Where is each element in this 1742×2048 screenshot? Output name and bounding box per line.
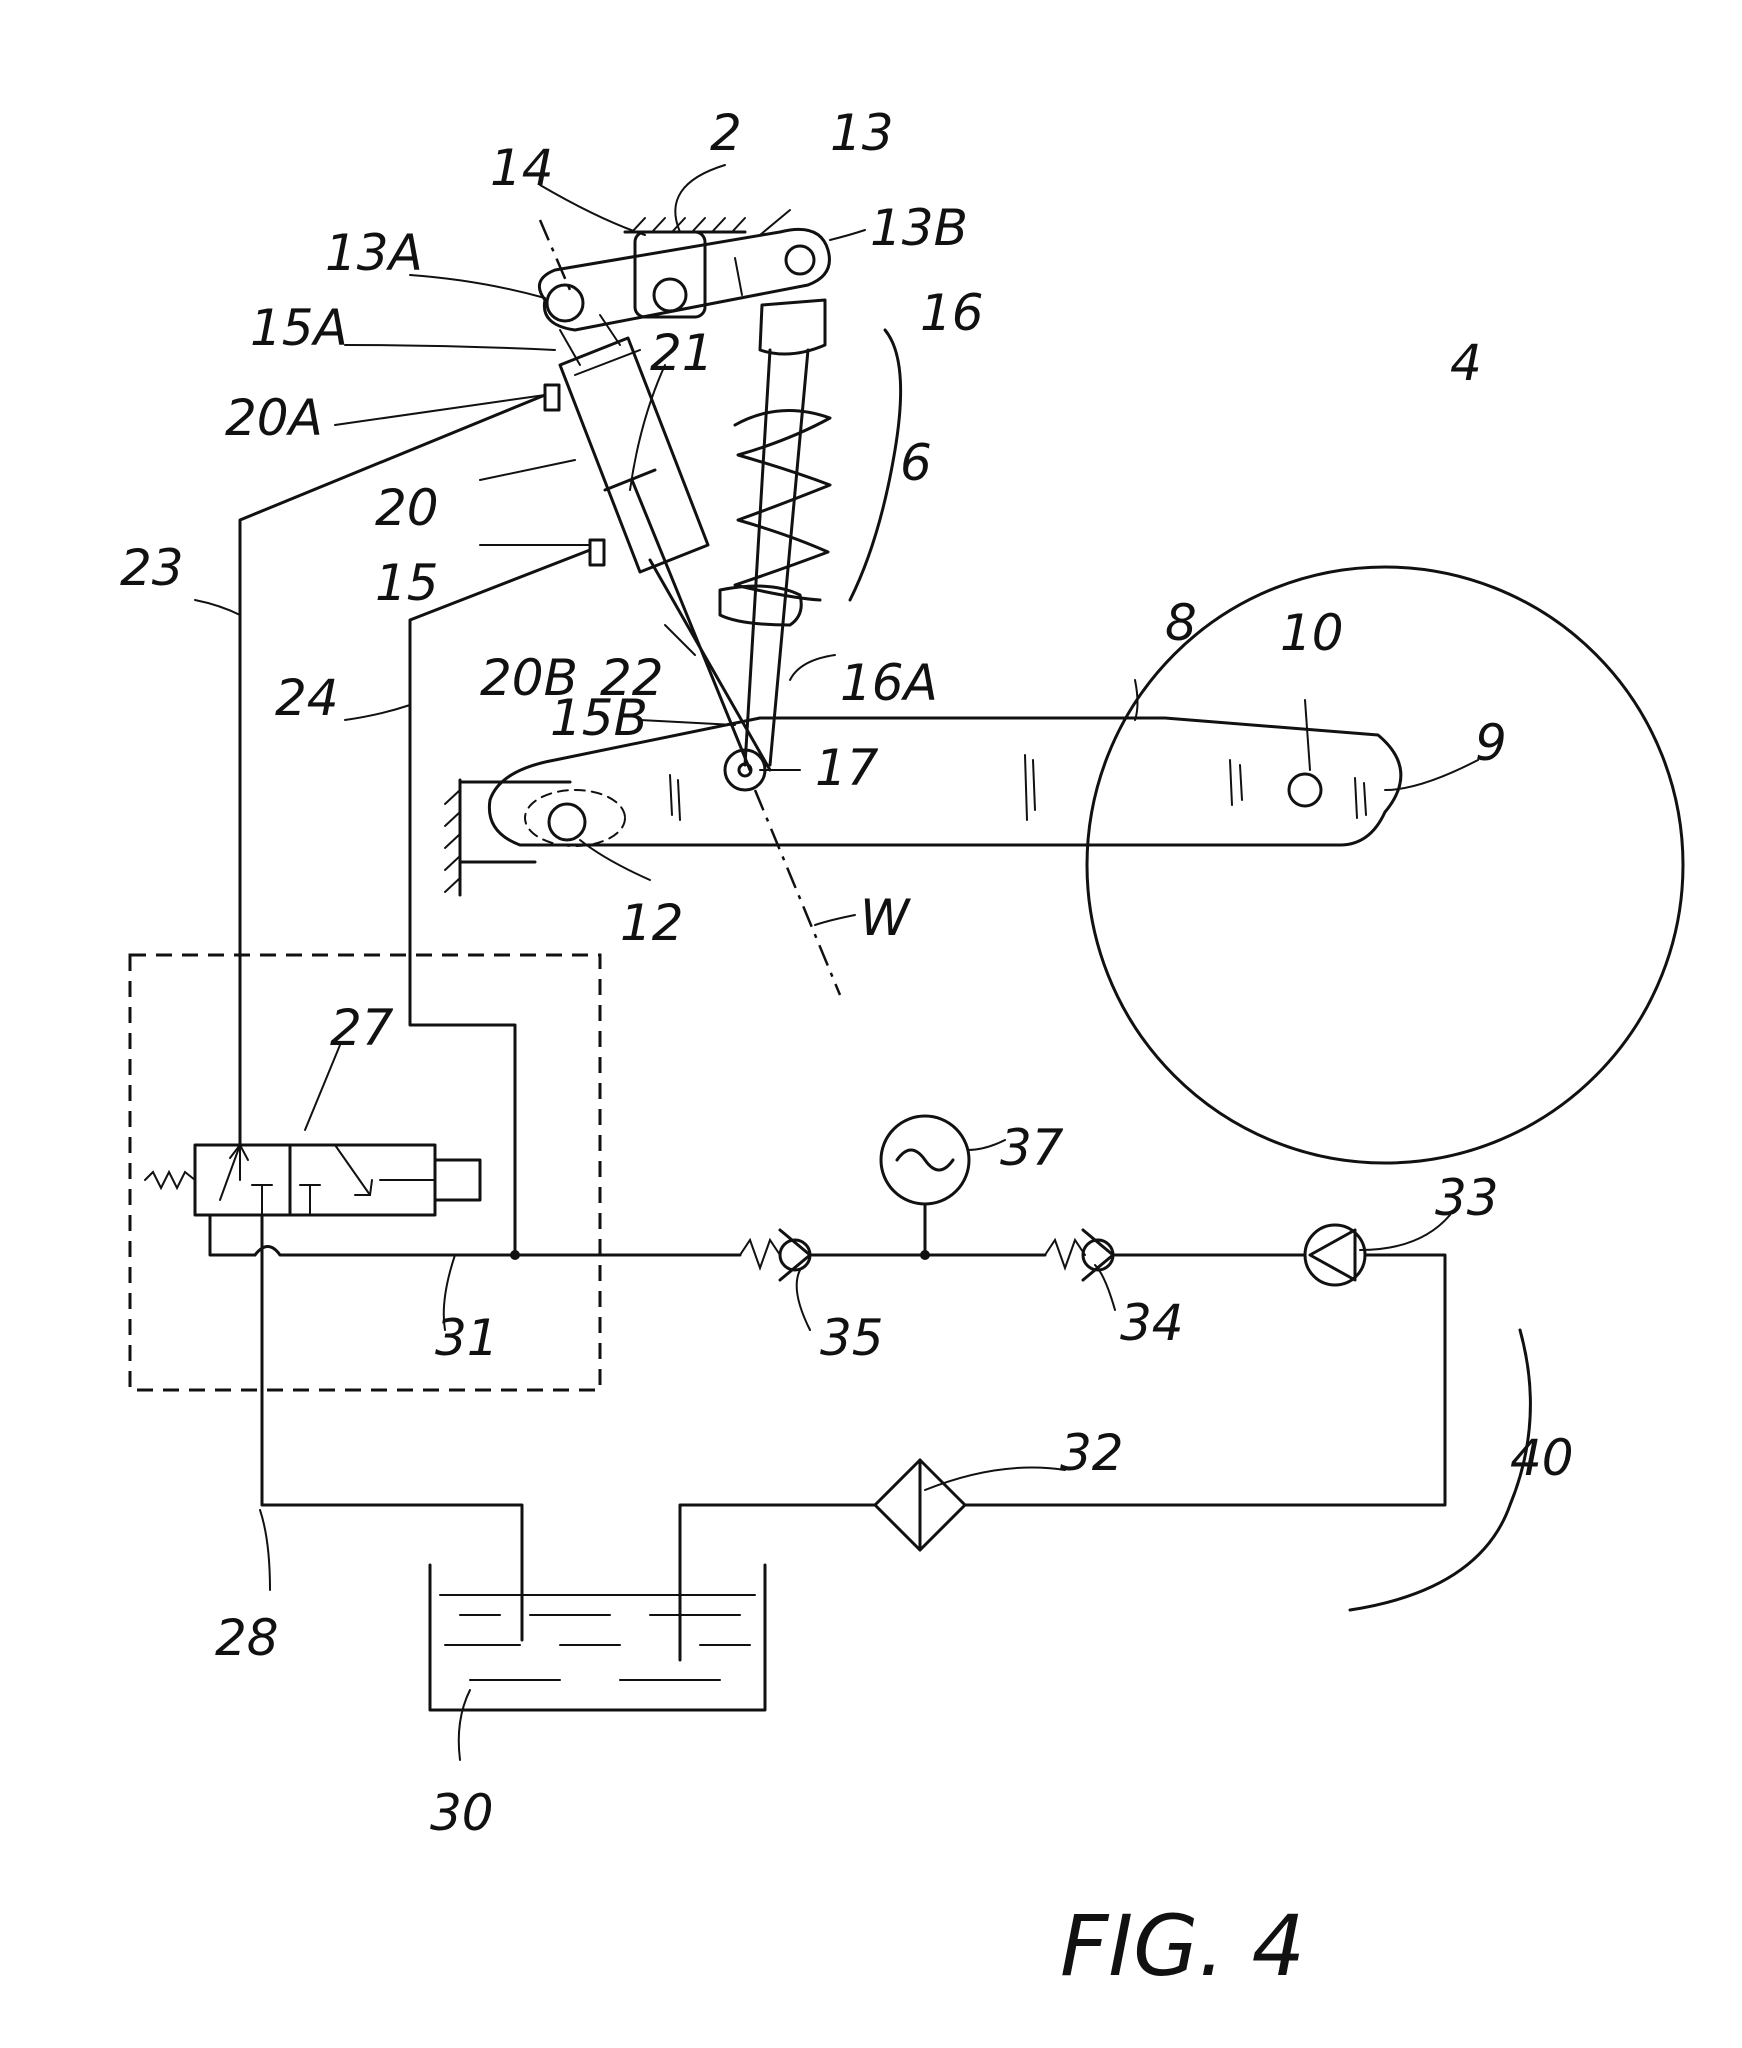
pump-triangle bbox=[1308, 1228, 1357, 1282]
accumulator-37 bbox=[879, 1114, 971, 1206]
spring-damper-unit bbox=[718, 298, 832, 767]
label-22: 22 bbox=[600, 649, 664, 707]
label-21: 21 bbox=[650, 324, 714, 382]
pivot-17-center bbox=[737, 762, 753, 778]
line-23 bbox=[238, 393, 547, 1147]
label-27: 27 bbox=[330, 999, 394, 1057]
label-13A: 13A bbox=[325, 224, 423, 282]
label-12: 12 bbox=[620, 894, 684, 952]
frame-pivot-bracket bbox=[633, 230, 707, 319]
label-14: 14 bbox=[490, 139, 554, 197]
label-28: 28 bbox=[215, 1609, 279, 1667]
label-W: W bbox=[860, 889, 911, 947]
label-15A: 15A bbox=[250, 299, 348, 357]
label-9: 9 bbox=[1475, 714, 1507, 772]
pivot-13B bbox=[784, 244, 816, 276]
directional-valve bbox=[144, 1143, 482, 1217]
label-8: 8 bbox=[1165, 594, 1197, 652]
wheel-hub-pivot bbox=[1287, 772, 1323, 808]
figure-title: FIG. 4 bbox=[1060, 1897, 1305, 1995]
suspension-arm bbox=[487, 716, 1403, 847]
label-16: 16 bbox=[920, 284, 984, 342]
label-15B: 15B bbox=[550, 689, 648, 747]
brace-6 bbox=[848, 328, 903, 602]
label-13: 13 bbox=[830, 104, 894, 162]
label-37: 37 bbox=[1000, 1119, 1064, 1177]
label-4: 4 bbox=[1450, 334, 1482, 392]
axis-w bbox=[753, 789, 842, 996]
leader-lines bbox=[194, 164, 1479, 1761]
valve-pressure-port bbox=[208, 1213, 257, 1257]
label-20B: 20B bbox=[480, 649, 578, 707]
label-32: 32 bbox=[1060, 1424, 1124, 1482]
label-6: 6 bbox=[900, 434, 932, 492]
pivot-13A bbox=[545, 283, 585, 323]
pump-return-line bbox=[973, 1253, 1447, 1507]
check-valve-34 bbox=[1044, 1228, 1115, 1282]
check-valve-35 bbox=[739, 1228, 812, 1282]
label-13B: 13B bbox=[870, 199, 968, 257]
label-23: 23 bbox=[120, 539, 184, 597]
label-24: 24 bbox=[275, 669, 339, 727]
pivot-dashed-outline bbox=[524, 789, 626, 847]
line-28 bbox=[260, 1213, 524, 1642]
hydraulic-cylinder bbox=[543, 314, 772, 772]
brace-40 bbox=[1348, 1328, 1532, 1612]
wave-icon bbox=[895, 1148, 955, 1172]
reservoir-fluid bbox=[439, 1594, 756, 1681]
lever-hatch bbox=[734, 257, 743, 296]
label-10: 10 bbox=[1280, 604, 1344, 662]
label-34: 34 bbox=[1120, 1294, 1184, 1352]
label-17: 17 bbox=[815, 739, 879, 797]
line-24 bbox=[408, 548, 592, 1257]
label-20: 20 bbox=[375, 479, 439, 537]
arm-pivot bbox=[547, 802, 587, 842]
label-20A: 20A bbox=[225, 389, 323, 447]
label-35: 35 bbox=[820, 1309, 884, 1367]
label-2: 2 bbox=[710, 104, 742, 162]
label-16A: 16A bbox=[840, 654, 938, 712]
cylinder-axis-line bbox=[538, 219, 572, 291]
line-31 bbox=[253, 1245, 742, 1257]
frame-pivot-14 bbox=[652, 277, 688, 313]
rocker-lever bbox=[537, 227, 831, 332]
control-block-outline bbox=[128, 953, 602, 1392]
wheel bbox=[1085, 565, 1685, 1165]
filter-to-tank bbox=[678, 1503, 877, 1662]
label-15: 15 bbox=[375, 554, 439, 612]
label-40: 40 bbox=[1510, 1429, 1574, 1487]
frame-ground-top bbox=[623, 217, 747, 234]
label-30: 30 bbox=[430, 1784, 494, 1842]
label-33: 33 bbox=[1435, 1169, 1499, 1227]
label-31: 31 bbox=[435, 1309, 499, 1367]
arm-hatching bbox=[669, 754, 1367, 821]
reservoir-30 bbox=[428, 1563, 767, 1712]
frame-ground-left bbox=[444, 778, 572, 897]
junction-31 bbox=[510, 1250, 520, 1260]
